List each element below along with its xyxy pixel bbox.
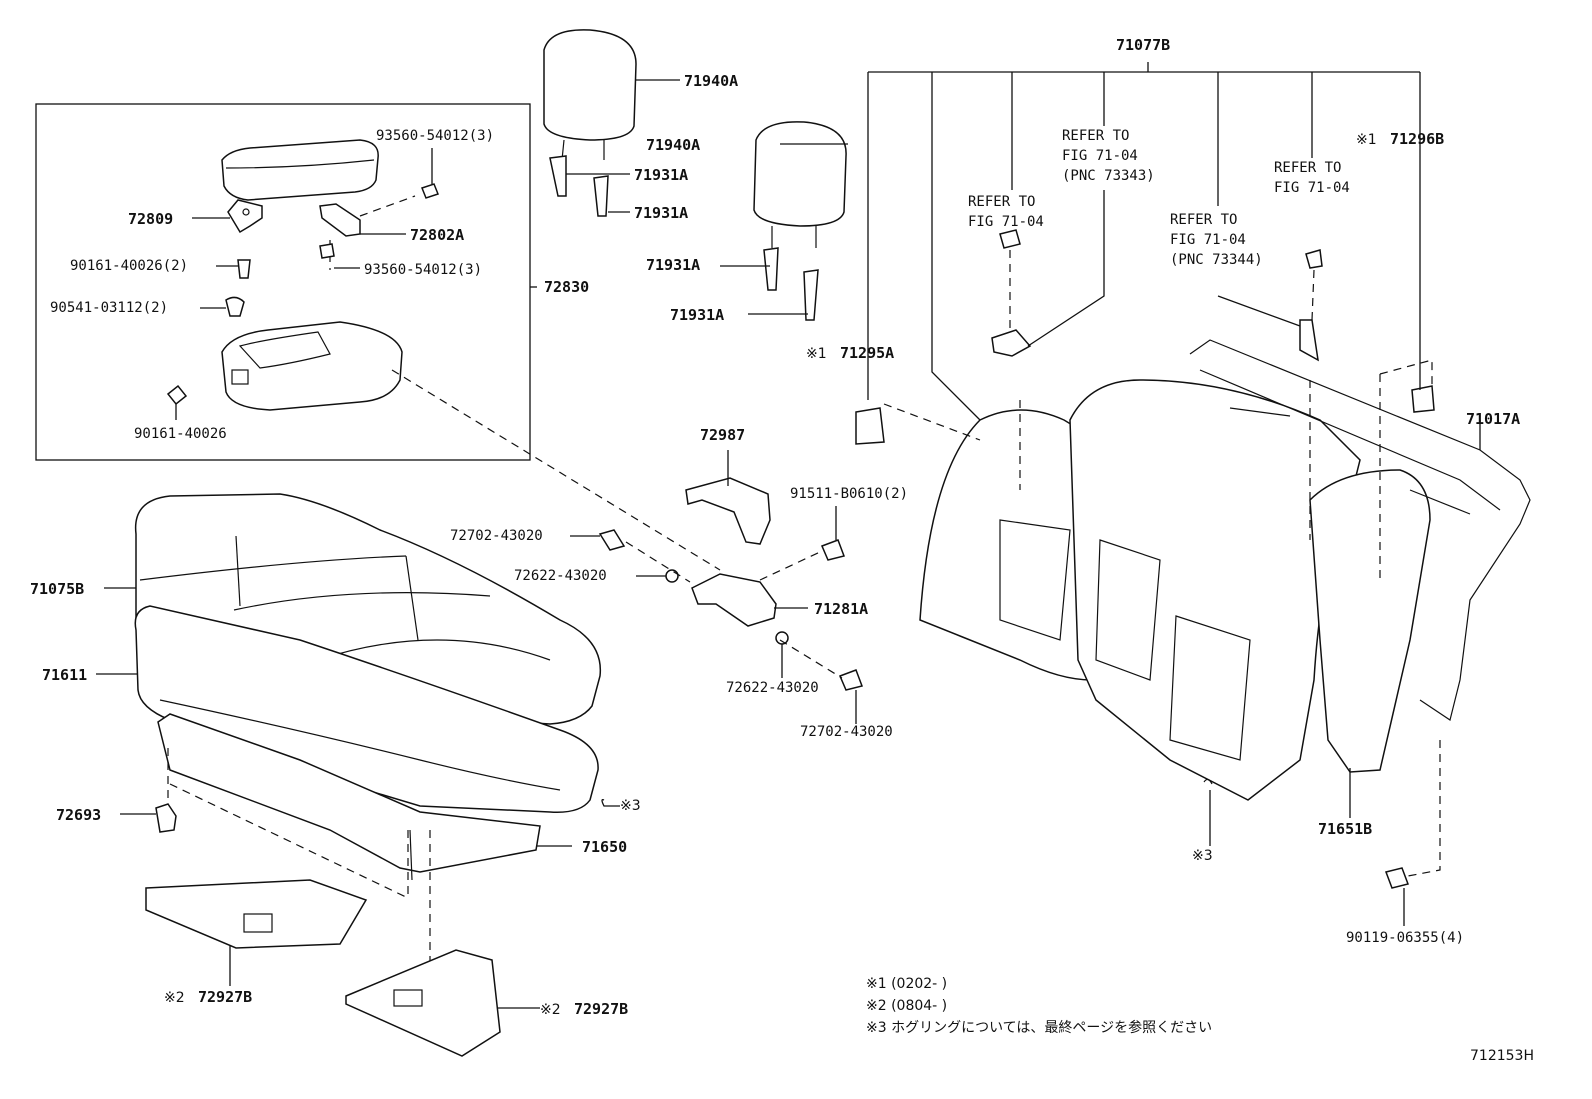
- bracket-72809: [227, 199, 263, 234]
- label-90161: 90161-40026: [134, 426, 227, 442]
- label-71281A: 71281A: [814, 600, 868, 618]
- label-90119: 90119-06355(4): [1346, 930, 1464, 946]
- label-72927B-right: 72927B: [574, 1000, 628, 1018]
- mark-71296B: ※1: [1356, 132, 1377, 148]
- note-3: ※3 ホグリングについては、最終ページを参照ください: [866, 1019, 1212, 1036]
- label-93560-bottom: 93560-54012(3): [364, 262, 482, 278]
- clip-72693: [155, 803, 177, 833]
- label-90541: 90541-03112(2): [50, 300, 168, 316]
- refer-2-line1: REFER TO: [968, 194, 1035, 210]
- refer-2-line2: FIG 71-04: [968, 214, 1044, 230]
- label-71017A: 71017A: [1466, 410, 1520, 428]
- label-72622-upper: 72622-43020: [514, 568, 607, 584]
- leader-lines: [96, 62, 1481, 1009]
- refer-1-line3: (PNC 73343): [1062, 168, 1155, 184]
- refer-3-line1: REFER TO: [1170, 212, 1237, 228]
- label-71931A-4: 71931A: [670, 306, 724, 324]
- label-72693: 72693: [56, 806, 101, 824]
- hinge-72802A: [319, 203, 361, 270]
- armrest-lid: [221, 139, 379, 201]
- label-71650: 71650: [582, 838, 627, 856]
- note-2: ※2 (0804- ): [866, 998, 947, 1014]
- headrest-lower: [753, 121, 847, 248]
- seatback-small-parts: [855, 229, 1435, 889]
- label-71931A-3: 71931A: [646, 256, 700, 274]
- label-91511: 91511-B0610(2): [790, 486, 908, 502]
- refer-3-line2: FIG 71-04: [1170, 232, 1246, 248]
- label-71940A-upper: 71940A: [684, 72, 738, 90]
- mat-72927B-left: [145, 879, 368, 949]
- headrest-guides: [549, 155, 819, 321]
- fastener-icons: [598, 529, 863, 691]
- label-71075B: 71075B: [30, 580, 84, 598]
- label-72702-upper: 72702-43020: [450, 528, 543, 544]
- label-71295A: 71295A: [840, 344, 894, 362]
- hinge-71281A: [691, 573, 777, 627]
- mark-72927B-left: ※2: [164, 990, 185, 1006]
- label-71077B: 71077B: [1116, 36, 1170, 54]
- armrest-assembly-box: [35, 103, 531, 461]
- seatback-center: [1069, 379, 1361, 801]
- bracket-72987: [685, 477, 771, 545]
- label-72809: 72809: [128, 210, 173, 228]
- mark-hogring-back: ※3: [1192, 848, 1213, 864]
- refer-1-line2: FIG 71-04: [1062, 148, 1138, 164]
- label-71940A-lower: 71940A: [646, 136, 700, 154]
- note-1: ※1 (0202- ): [866, 976, 947, 992]
- seatback-right: [1309, 469, 1431, 773]
- seatback-frame: [1189, 339, 1531, 721]
- label-72987: 72987: [700, 426, 745, 444]
- refer-4-line1: REFER TO: [1274, 160, 1341, 176]
- refer-3-line3: (PNC 73344): [1170, 252, 1263, 268]
- label-93560-top: 93560-54012(3): [376, 128, 494, 144]
- seat-cushion-frame: [157, 713, 541, 881]
- headrest-upper: [543, 29, 637, 161]
- label-72927B-left: 72927B: [198, 988, 252, 1006]
- screw-icons: [166, 183, 439, 406]
- armrest-base: [221, 321, 403, 411]
- label-71296B: 71296B: [1390, 130, 1444, 148]
- label-90161-2: 90161-40026(2): [70, 258, 188, 274]
- label-72622-lower: 72622-43020: [726, 680, 819, 696]
- label-71651B: 71651B: [1318, 820, 1372, 838]
- mark-hogring-seat: ※3: [620, 798, 641, 814]
- label-71611: 71611: [42, 666, 87, 684]
- label-71931A-1: 71931A: [634, 166, 688, 184]
- label-72802A: 72802A: [410, 226, 464, 244]
- mark-71295A: ※1: [806, 346, 827, 362]
- refer-4-line2: FIG 71-04: [1274, 180, 1350, 196]
- hog-ring-icon: [1203, 778, 1213, 785]
- mat-72927B-right: [345, 949, 501, 1057]
- figure-id: 712153H: [1470, 1048, 1534, 1064]
- label-72702-lower: 72702-43020: [800, 724, 893, 740]
- label-72830: 72830: [544, 278, 589, 296]
- mark-72927B-right: ※2: [540, 1002, 561, 1018]
- refer-1-line1: REFER TO: [1062, 128, 1129, 144]
- label-71931A-2: 71931A: [634, 204, 688, 222]
